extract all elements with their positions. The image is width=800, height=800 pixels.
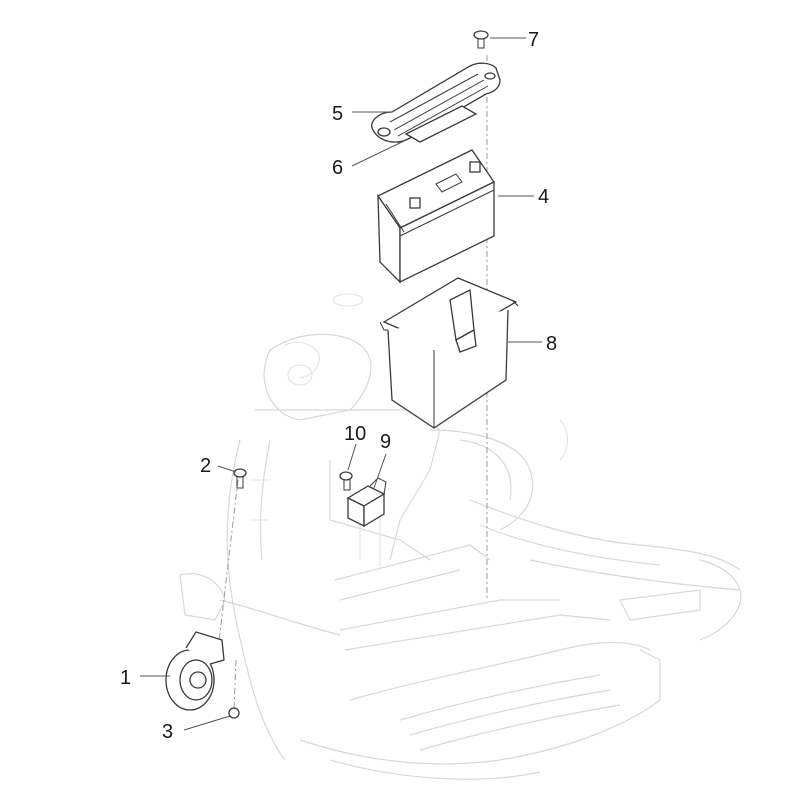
screw-part	[473, 30, 489, 49]
callout-labels: 1 2 3 4 5 6 7 8 9 10	[120, 29, 557, 743]
callout-4: 4	[538, 186, 549, 208]
horn-mount-line	[217, 479, 239, 651]
battery-part	[377, 149, 495, 284]
callout-10: 10	[344, 423, 366, 445]
callout-2: 2	[200, 455, 211, 477]
scooter-frame-outline	[179, 293, 742, 780]
leader-2	[217, 465, 237, 473]
relay-part	[346, 477, 387, 528]
nut-mount-line	[233, 659, 237, 711]
battery-strap-part	[371, 62, 501, 143]
nut-part	[228, 707, 240, 719]
battery-pad-part	[404, 105, 478, 143]
battery-box-part	[379, 277, 519, 429]
callout-8: 8	[546, 333, 557, 355]
leader-9	[373, 453, 387, 489]
callout-7: 7	[528, 29, 539, 51]
callout-5: 5	[332, 103, 343, 125]
leader-10	[347, 443, 357, 471]
leader-3	[183, 715, 231, 731]
horn-part	[165, 631, 225, 711]
bolt-part	[339, 471, 353, 491]
leader-lines	[140, 37, 542, 731]
horn-bolt-part	[233, 468, 247, 489]
callout-6: 6	[332, 157, 343, 179]
leader-6	[351, 139, 407, 167]
callout-3: 3	[162, 721, 173, 743]
callout-1: 1	[120, 667, 131, 689]
callout-9: 9	[380, 431, 391, 453]
